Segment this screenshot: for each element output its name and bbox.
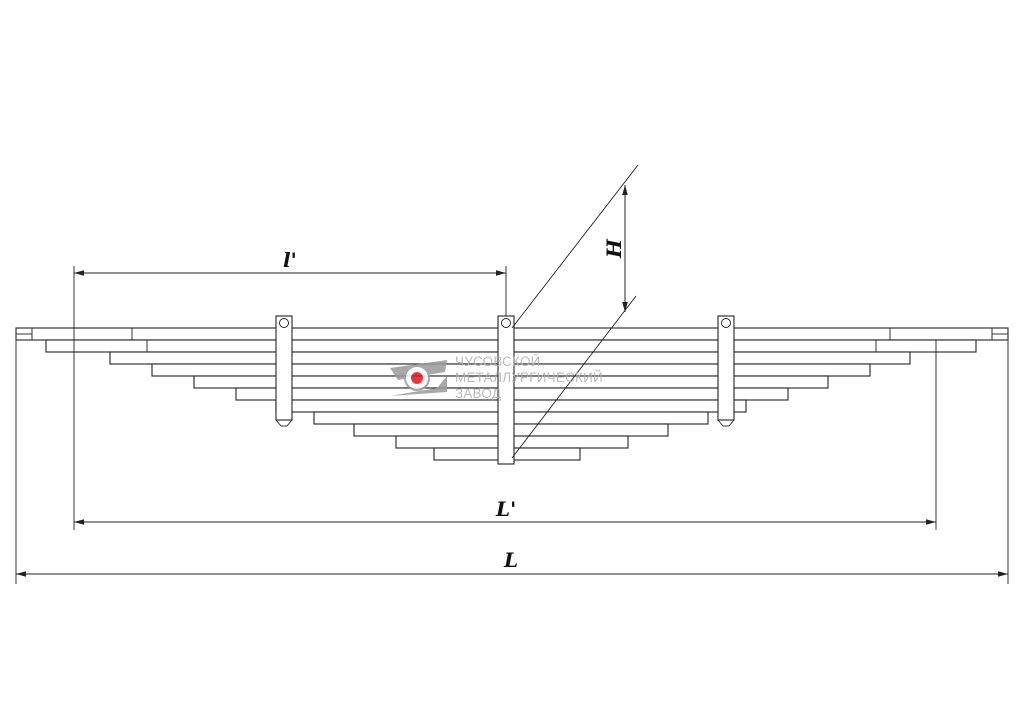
watermark-line-3: ЗАВОД — [455, 386, 501, 401]
extension-lines — [15, 164, 1009, 584]
label-L: L — [503, 548, 518, 572]
watermark-line-1: ЧУСОВСКОЙ — [455, 354, 541, 369]
logo-icon — [390, 360, 447, 396]
label-H: H — [602, 238, 626, 259]
watermark: ЧУСОВСКОЙ МЕТАЛЛУРГИЧЕСКИЙ ЗАВОД — [390, 354, 603, 401]
label-L-prime: L' — [495, 497, 516, 521]
logo-red-dot — [411, 372, 423, 384]
label-l-prime: l' — [283, 248, 297, 272]
right-clamp — [717, 315, 735, 427]
watermark-line-2: МЕТАЛЛУРГИЧЕСКИЙ — [455, 370, 603, 385]
left-clamp — [275, 315, 293, 427]
